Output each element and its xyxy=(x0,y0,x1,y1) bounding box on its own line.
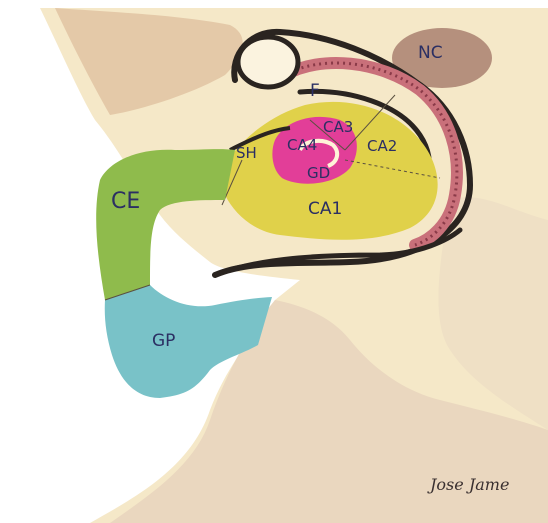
label-ca2: CA2 xyxy=(367,137,397,155)
label-ca3: CA3 xyxy=(323,118,353,136)
label-ca1: CA1 xyxy=(308,199,342,219)
label-gp: GP xyxy=(152,331,175,351)
label-f: F xyxy=(310,81,320,101)
label-ca4: CA4 xyxy=(287,136,317,154)
label-nc: NC xyxy=(418,43,443,63)
label-sh: SH xyxy=(236,144,257,162)
artist-signature: Jose Jame xyxy=(427,475,509,494)
label-ce: CE xyxy=(111,189,140,214)
label-gd: GD xyxy=(307,164,330,182)
fornix-knob xyxy=(238,37,298,87)
